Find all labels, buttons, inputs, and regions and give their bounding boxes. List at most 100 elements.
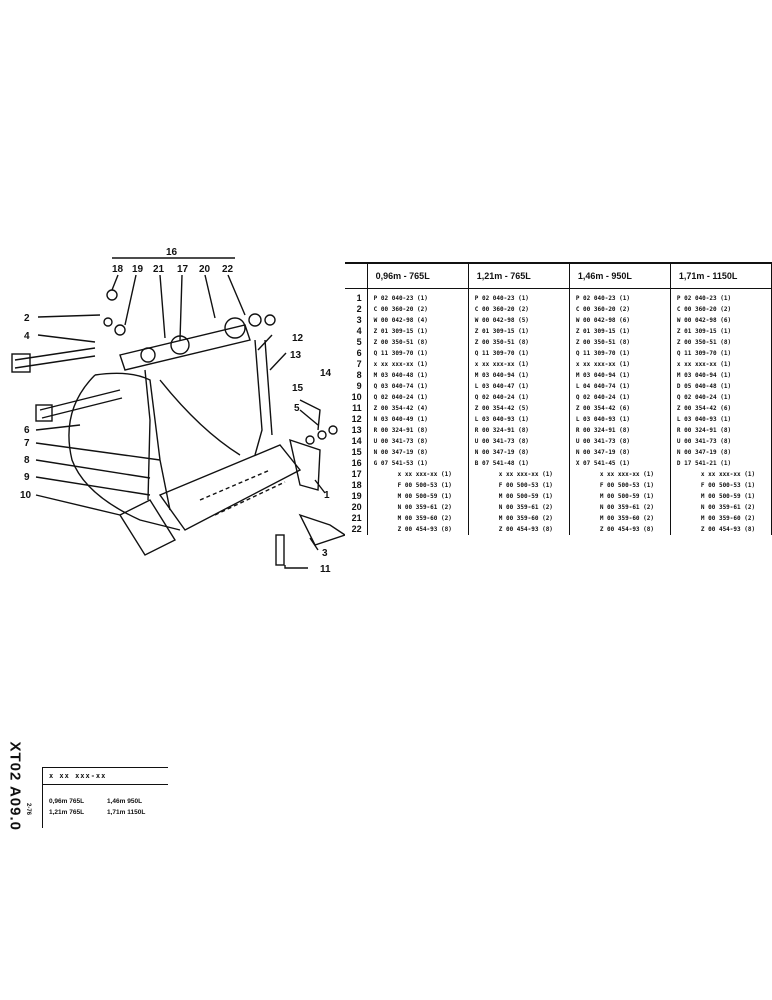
part-code-cell: N 00 347-19 (8) xyxy=(467,447,570,458)
row-number: 17 xyxy=(345,469,368,480)
part-code-cell: R 00 324-91 (8) xyxy=(366,425,469,436)
part-code-cell: F 00 500-53 (1) xyxy=(568,480,671,491)
part-code-cell: N 00 347-19 (8) xyxy=(568,447,671,458)
document-date-text: 2-76 xyxy=(25,802,32,816)
callout-14: 14 xyxy=(320,368,332,379)
part-code-cell: Z 00 350-51 (8) xyxy=(467,337,570,348)
row-number: 6 xyxy=(345,348,368,359)
part-code-cell: Z 00 354-42 (4) xyxy=(366,403,469,414)
row-number: 4 xyxy=(345,326,368,337)
row-number: 10 xyxy=(345,392,368,403)
part-code-cell: W 00 042-98 (4) xyxy=(366,315,469,326)
part-code-cell: x xx xxx-xx (1) xyxy=(669,469,772,480)
part-code-cell: Z 01 309-15 (1) xyxy=(467,326,570,337)
part-code-cell: N 00 359-61 (2) xyxy=(669,502,772,513)
row-number: 20 xyxy=(345,502,368,513)
part-code-cell: Z 00 354-42 (6) xyxy=(669,403,772,414)
row-number: 7 xyxy=(345,359,368,370)
part-code-cell: x xx xxx-xx (1) xyxy=(366,469,469,480)
row-number: 22 xyxy=(345,524,368,535)
part-code-cell: Z 01 309-15 (1) xyxy=(568,326,671,337)
document-code-text: XT02 A09.0 xyxy=(6,741,24,832)
row-number: 1 xyxy=(345,288,368,304)
callout-15: 15 xyxy=(292,383,304,394)
part-code-cell: R 00 324-91 (8) xyxy=(467,425,570,436)
part-code-cell: W 00 042-98 (6) xyxy=(669,315,772,326)
part-code-cell: M 03 040-94 (1) xyxy=(669,370,772,381)
part-code-cell: F 00 500-53 (1) xyxy=(669,480,772,491)
callout-21: 21 xyxy=(153,264,165,275)
part-code-cell: C 00 360-20 (2) xyxy=(467,304,570,315)
part-code-cell: Z 00 350-51 (8) xyxy=(366,337,469,348)
part-code-cell: Q 02 040-24 (1) xyxy=(669,392,772,403)
row-number: 11 xyxy=(345,403,368,414)
part-code-cell: Z 00 354-42 (6) xyxy=(568,403,671,414)
part-code-cell: N 00 359-61 (2) xyxy=(366,502,469,513)
callout-1: 1 xyxy=(324,490,330,501)
part-code-cell: Z 00 454-93 (8) xyxy=(366,524,469,535)
part-code-cell: Z 00 350-51 (8) xyxy=(568,337,671,348)
callout-7: 7 xyxy=(24,438,30,449)
reference-variant: 0,96m 765L xyxy=(49,798,85,805)
part-code-cell: L 03 040-47 (1) xyxy=(467,381,570,392)
callout-5: 5 xyxy=(294,403,300,414)
row-number: 14 xyxy=(345,436,368,447)
row-number: 2 xyxy=(345,304,368,315)
column-header-index xyxy=(345,262,368,289)
table-header-row: 0,96m - 765L 1,21m - 765L 1,46m - 950L 1… xyxy=(345,262,772,289)
row-number: 13 xyxy=(345,425,368,436)
part-code-cell: L 03 040-93 (1) xyxy=(467,414,570,425)
part-code-cell: M 00 359-60 (2) xyxy=(568,513,671,524)
part-code-cell: M 03 040-48 (1) xyxy=(366,370,469,381)
callout-20: 20 xyxy=(199,264,211,275)
reference-code: x xx xxx-xx xyxy=(49,772,107,780)
column-header-1: 0,96m - 765L xyxy=(366,262,469,289)
callout-12: 12 xyxy=(292,333,304,344)
part-code-cell: Q 02 040-24 (1) xyxy=(366,392,469,403)
part-code-cell: C 00 360-20 (2) xyxy=(366,304,469,315)
part-code-cell: Z 01 309-15 (1) xyxy=(366,326,469,337)
part-code-cell: L 03 040-93 (1) xyxy=(669,414,772,425)
part-code-cell: R 00 324-91 (8) xyxy=(568,425,671,436)
part-code-cell: L 04 040-74 (1) xyxy=(568,381,671,392)
part-code-cell: P 02 040-23 (1) xyxy=(568,288,671,304)
part-code-cell: Z 00 350-51 (8) xyxy=(669,337,772,348)
part-code-cell: N 00 359-61 (2) xyxy=(467,502,570,513)
part-code-cell: N 03 040-49 (1) xyxy=(366,414,469,425)
callout-18: 18 xyxy=(112,264,124,275)
part-code-cell: Z 00 354-42 (5) xyxy=(467,403,570,414)
part-code-cell: M 00 359-60 (2) xyxy=(467,513,570,524)
row-number: 18 xyxy=(345,480,368,491)
part-code-cell: M 00 359-60 (2) xyxy=(669,513,772,524)
callout-13: 13 xyxy=(290,350,302,361)
part-code-cell: L 03 040-93 (1) xyxy=(568,414,671,425)
part-code-cell: x xx xxx-xx (1) xyxy=(568,469,671,480)
part-code-cell: Q 02 040-24 (1) xyxy=(568,392,671,403)
part-code-cell: M 03 040-94 (1) xyxy=(467,370,570,381)
part-code-cell: U 00 341-73 (8) xyxy=(568,436,671,447)
row-number: 8 xyxy=(345,370,368,381)
part-code-cell: x xx xxx-xx (1) xyxy=(366,359,469,370)
callout-4: 4 xyxy=(24,331,30,342)
part-code-cell: F 00 500-53 (1) xyxy=(467,480,570,491)
part-code-cell: U 00 341-73 (8) xyxy=(467,436,570,447)
part-code-cell: x xx xxx-xx (1) xyxy=(467,469,570,480)
part-code-cell: x xx xxx-xx (1) xyxy=(467,359,570,370)
part-code-cell: M 00 500-59 (1) xyxy=(467,491,570,502)
part-code-cell: M 00 500-59 (1) xyxy=(568,491,671,502)
reference-variant: 1,21m 765L xyxy=(49,809,85,816)
